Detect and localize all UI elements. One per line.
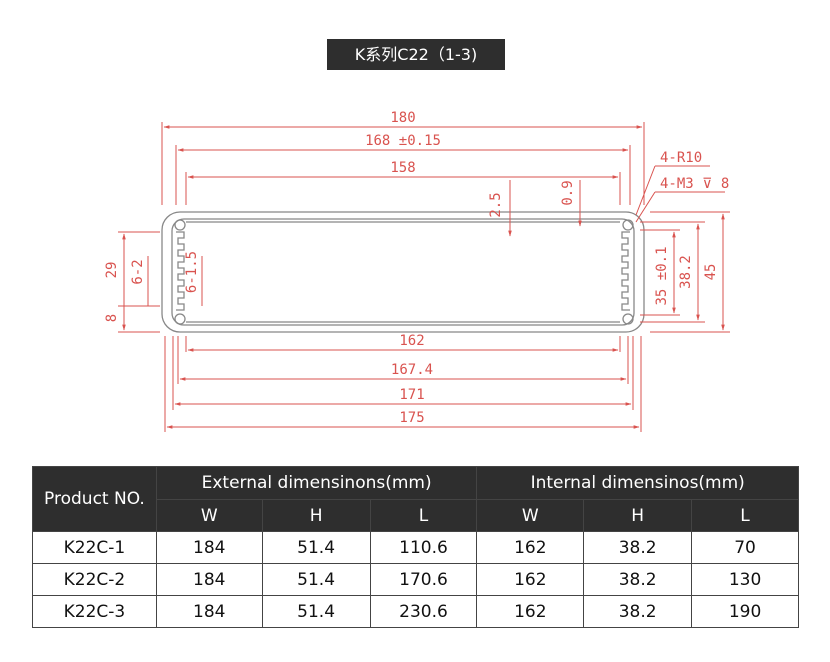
table-cell: 190 <box>691 595 799 628</box>
dim-29: 29 <box>104 262 120 279</box>
header-int-w: W <box>476 499 585 532</box>
header-int-l: L <box>691 499 799 532</box>
table-cell: 38.2 <box>583 563 693 596</box>
table-cell: 51.4 <box>261 595 371 628</box>
header-external: External dimensinons(mm) <box>155 466 478 500</box>
dim-6-2: 6-2 <box>130 259 146 284</box>
dim-175: 175 <box>399 410 424 426</box>
table-cell: K22C-2 <box>32 563 157 596</box>
dimension-lines <box>118 122 730 432</box>
table-cell: 110.6 <box>369 531 478 564</box>
header-ext-l: L <box>369 499 478 532</box>
dim-158: 158 <box>390 160 415 176</box>
profile-outline <box>161 211 645 333</box>
table-row: K22C-3 184 51.4 230.6 162 38.2 190 <box>32 595 799 628</box>
callout-m3: 4-M3 ⊽ 8 <box>660 176 729 192</box>
header-int-h: H <box>583 499 693 532</box>
table-cell: 162 <box>476 563 585 596</box>
dim-0-9: 0.9 <box>560 180 576 205</box>
dim-162: 162 <box>399 333 424 349</box>
header-ext-w: W <box>155 499 263 532</box>
dim-168: 168 ±0.15 <box>365 133 441 149</box>
table-cell: K22C-3 <box>32 595 157 628</box>
table-cell: 38.2 <box>583 531 693 564</box>
table-cell: 184 <box>155 595 263 628</box>
header-product-no: Product NO. <box>32 466 157 532</box>
dim-38-2: 38.2 <box>678 255 694 289</box>
dim-2-5: 2.5 <box>488 192 504 217</box>
table-cell: 38.2 <box>583 595 693 628</box>
callout-r10: 4-R10 <box>660 150 702 166</box>
dim-180: 180 <box>390 110 415 126</box>
header-ext-h: H <box>261 499 371 532</box>
table-cell: 130 <box>691 563 799 596</box>
table-cell: K22C-1 <box>32 531 157 564</box>
dim-35: 35 ±0.1 <box>654 246 670 305</box>
dim-6-1-5: 6-1.5 <box>184 251 200 293</box>
dim-8: 8 <box>104 314 120 322</box>
dim-171: 171 <box>399 387 424 403</box>
table-row: K22C-2 184 51.4 170.6 162 38.2 130 <box>32 563 799 596</box>
table-cell: 230.6 <box>369 595 478 628</box>
table-cell: 162 <box>476 531 585 564</box>
dim-167-4: 167.4 <box>391 362 433 378</box>
dimensions-table: Product NO. External dimensinons(mm) Int… <box>32 466 799 628</box>
dim-45: 45 <box>703 264 719 281</box>
table-cell: 184 <box>155 563 263 596</box>
table-cell: 51.4 <box>261 563 371 596</box>
cross-section-drawing: 180 168 ±0.15 158 2.5 0.9 4-R10 4-M3 ⊽ 8… <box>104 110 730 432</box>
header-internal: Internal dimensinos(mm) <box>476 466 799 500</box>
table-row: K22C-1 184 51.4 110.6 162 38.2 70 <box>32 531 799 564</box>
dimension-labels: 180 168 ±0.15 158 2.5 0.9 4-R10 4-M3 ⊽ 8… <box>104 110 729 426</box>
table-cell: 70 <box>691 531 799 564</box>
table-cell: 51.4 <box>261 531 371 564</box>
table-cell: 162 <box>476 595 585 628</box>
table-cell: 184 <box>155 531 263 564</box>
page-title: K系列C22（1-3) <box>327 39 505 70</box>
table-cell: 170.6 <box>369 563 478 596</box>
